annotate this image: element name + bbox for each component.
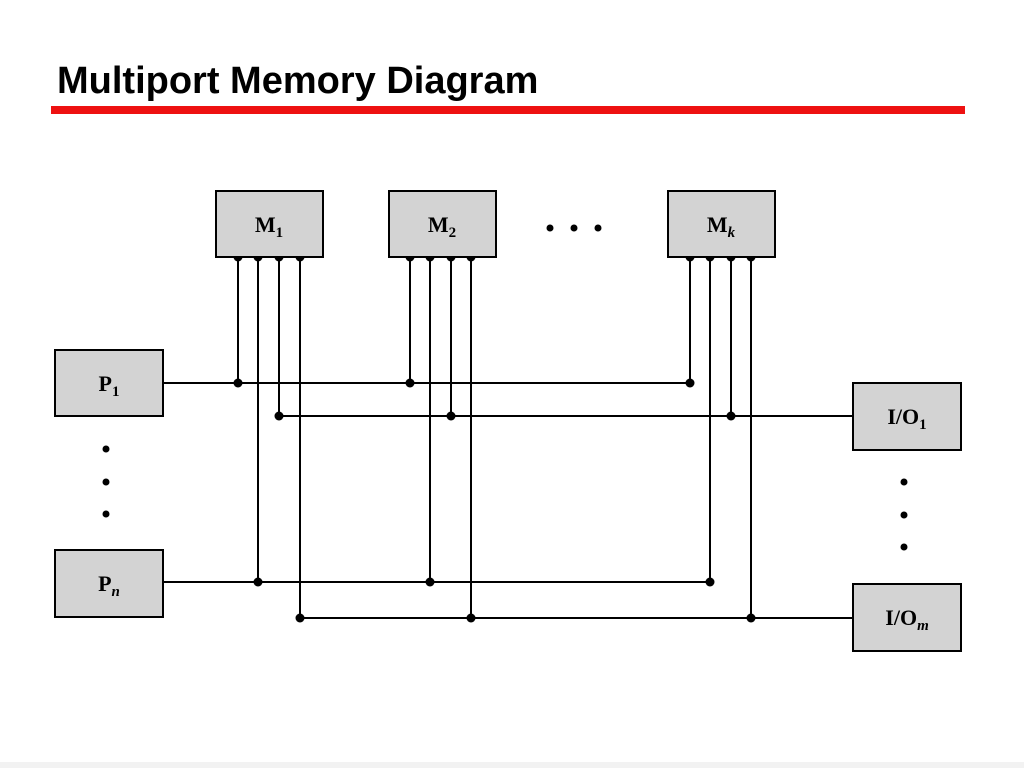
junction-dot	[726, 411, 736, 421]
io-unit-subscript: 1	[919, 417, 927, 433]
processor-label: P	[98, 571, 111, 596]
junction-dot	[446, 411, 456, 421]
memory-port-wires	[237, 257, 752, 618]
horizontal-buses	[163, 382, 853, 619]
svg-text:Mk: Mk	[707, 212, 736, 241]
junction-dot	[253, 577, 263, 587]
memory-module-subscript: 2	[449, 225, 457, 241]
processor-pn: Pn	[54, 549, 164, 618]
io-unit-io1: I/O1	[852, 382, 962, 451]
svg-text:M2: M2	[428, 212, 456, 241]
junction-dot	[685, 378, 695, 388]
page-title: Multiport Memory Diagram	[57, 60, 539, 102]
svg-text:I/Om: I/Om	[885, 605, 928, 634]
memory-module-subscript: k	[728, 225, 736, 241]
svg-text:Pn: Pn	[98, 571, 120, 600]
io-unit-label: I/O	[885, 605, 917, 630]
memory-ellipsis	[546, 224, 602, 232]
processor-p1: P1	[54, 349, 164, 417]
memory-module-m2: M2	[388, 190, 497, 258]
processor-label: P	[99, 371, 112, 396]
svg-text:P1: P1	[99, 371, 120, 400]
svg-text:I/O1: I/O1	[887, 404, 926, 433]
memory-module-label: M	[255, 212, 276, 237]
svg-text:M1: M1	[255, 212, 283, 241]
memory-module-mk: Mk	[667, 190, 776, 258]
io-ellipsis	[900, 478, 908, 551]
junction-dots	[233, 252, 756, 623]
junction-dot	[405, 378, 415, 388]
junction-dot	[746, 613, 756, 623]
junction-dot	[425, 577, 435, 587]
io-unit-subscript: m	[917, 618, 929, 634]
junction-dot	[705, 577, 715, 587]
junction-dot	[274, 411, 284, 421]
processor-ellipsis	[102, 445, 110, 518]
junction-dot	[233, 378, 243, 388]
memory-module-subscript: 1	[276, 225, 284, 241]
processor-subscript: n	[112, 584, 120, 600]
junction-dot	[466, 613, 476, 623]
io-unit-iom: I/Om	[852, 583, 962, 652]
junction-dot	[295, 613, 305, 623]
processor-subscript: 1	[112, 384, 120, 400]
memory-module-m1: M1	[215, 190, 324, 258]
io-unit-label: I/O	[887, 404, 919, 429]
memory-module-label: M	[707, 212, 728, 237]
footer-band	[0, 762, 1024, 768]
memory-module-label: M	[428, 212, 449, 237]
title-underline	[51, 106, 965, 114]
